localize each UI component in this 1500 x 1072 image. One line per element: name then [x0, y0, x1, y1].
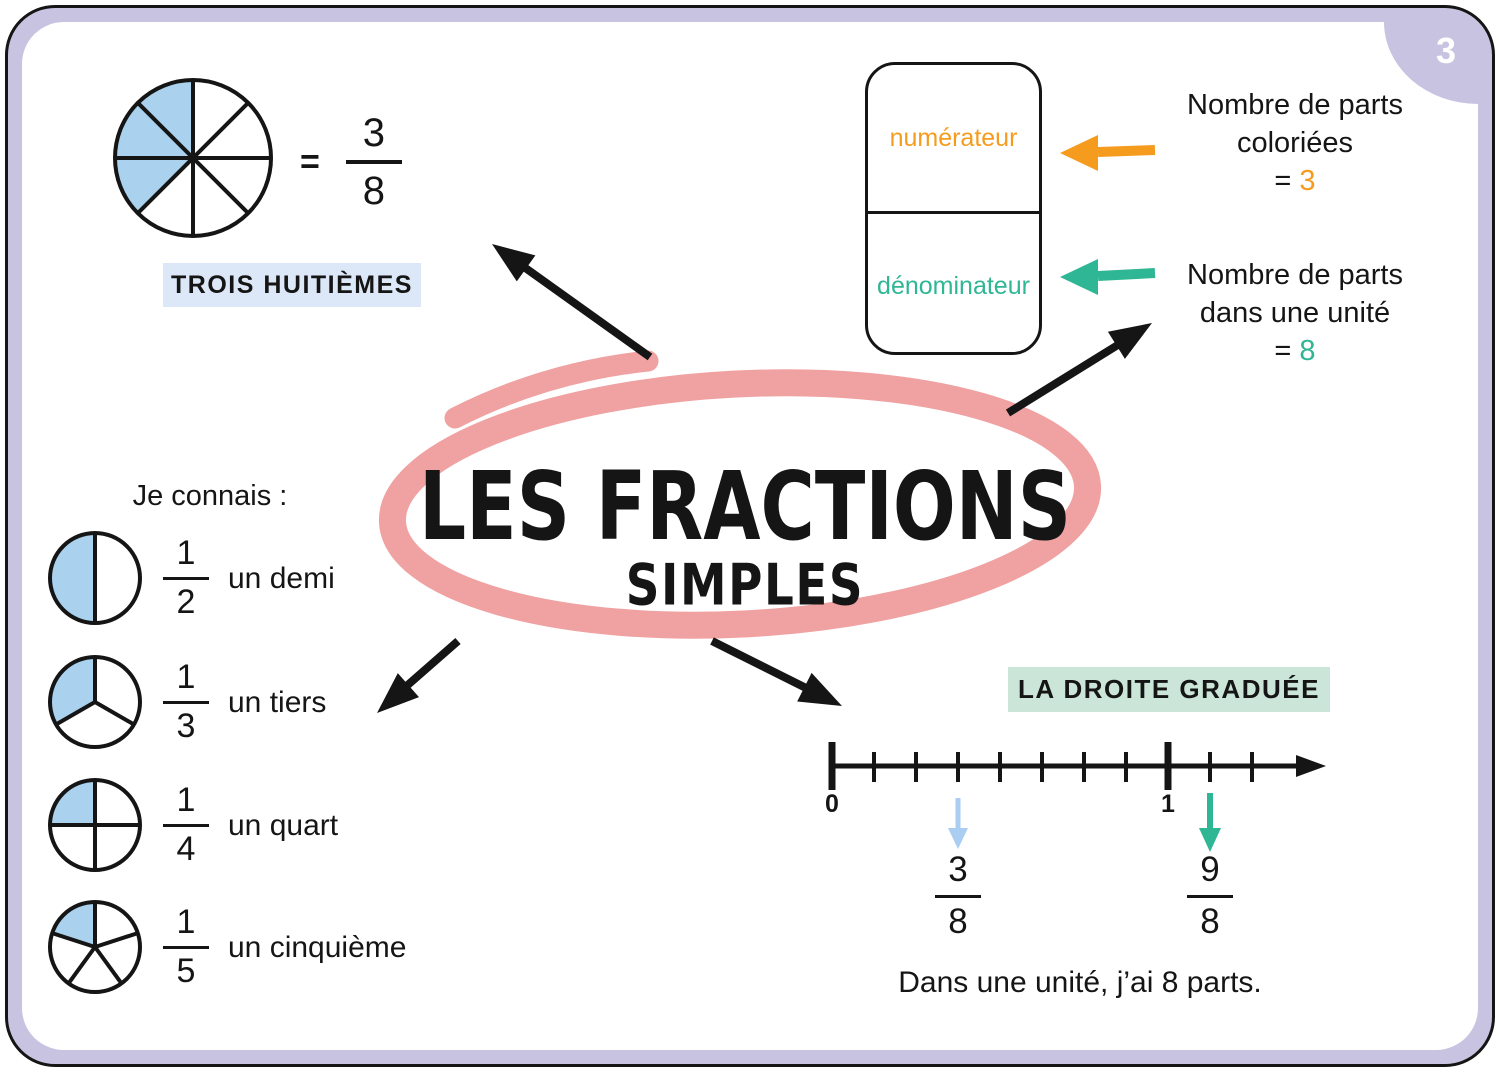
numerator-note: Nombre de parts coloriées = 3	[1130, 86, 1460, 200]
numerator-note-value-line: = 3	[1130, 162, 1460, 200]
fraction-denominator: 8	[948, 901, 968, 941]
numerator-note-line2: coloriées	[1236, 127, 1354, 159]
fraction-one-half: 1 2	[156, 534, 216, 621]
fraction-bar	[163, 576, 209, 580]
fraction-three-eighths: 3 8	[345, 111, 402, 213]
denominator-note: Nombre de parts dans une unité = 8	[1130, 256, 1460, 370]
fraction-numerator: 1	[176, 534, 196, 572]
fraction-bar	[935, 894, 981, 898]
fraction-denominator: 4	[176, 829, 196, 868]
tick-label-one: 1	[1161, 790, 1175, 818]
numerator-label: numérateur	[889, 123, 1018, 152]
fraction-numerator: 1	[176, 781, 196, 819]
fraction-one-quarter: 1 4	[156, 781, 216, 868]
fraction-bar	[163, 823, 209, 827]
fraction-denominator: 5	[176, 951, 196, 990]
fraction-numerator: 1	[176, 658, 196, 696]
tick-label-zero: 0	[825, 790, 839, 818]
fraction-one-fifth-label: un cinquième	[228, 931, 407, 964]
fraction-denominator: 2	[176, 582, 196, 621]
fraction-parts-box: numérateur dénominateur	[865, 62, 1042, 355]
denominator-note-value: 8	[1299, 335, 1316, 367]
numerator-note-equals: =	[1274, 165, 1292, 197]
numerator-note-value: 3	[1299, 165, 1316, 197]
trois-huitiemes-label: TROIS HUITIÈMES	[163, 263, 421, 307]
fraction-denominator: 3	[176, 706, 196, 745]
fraction-one-quarter-label: un quart	[228, 809, 339, 842]
fraction-numerator: 3	[948, 850, 968, 889]
equals-sign: =	[300, 142, 320, 181]
fraction-denominator: 8	[362, 169, 385, 213]
number-line-caption: Dans une unité, j’ai 8 parts.	[898, 966, 1262, 999]
denominator-note-equals: =	[1274, 335, 1292, 367]
denominator-note-value-line: = 8	[1130, 332, 1460, 370]
marked-fraction-three-eighths: 3 8	[928, 850, 988, 941]
page-number: 3	[1435, 30, 1456, 71]
fraction-bar	[163, 700, 209, 704]
fraction-one-third: 1 3	[156, 658, 216, 745]
page-title: LES FRACTIONS	[418, 452, 1072, 563]
fraction-one-half-label: un demi	[228, 562, 335, 595]
fraction-one-fifth: 1 5	[156, 903, 216, 990]
fraction-numerator: 3	[362, 111, 385, 155]
denominator-note-line1: Nombre de parts	[1187, 259, 1403, 291]
denominator-label: dénominateur	[877, 271, 1030, 300]
droite-graduee-label: LA DROITE GRADUÉE	[1008, 667, 1330, 712]
fraction-numerator: 9	[1200, 850, 1220, 889]
known-fractions-heading: Je connais :	[132, 480, 288, 512]
page-subtitle: SIMPLES	[625, 552, 865, 619]
fraction-bar	[163, 945, 209, 949]
denominator-note-line2: dans une unité	[1199, 297, 1391, 329]
fraction-bar	[1187, 894, 1233, 898]
numerator-note-line1: Nombre de parts	[1187, 89, 1403, 121]
fraction-one-third-label: un tiers	[228, 686, 327, 719]
marked-fraction-nine-eighths: 9 8	[1180, 850, 1240, 941]
pie-equation: = 3 8	[300, 112, 402, 212]
fraction-bar	[345, 160, 402, 164]
fraction-numerator: 1	[176, 903, 196, 941]
fraction-denominator: 8	[1200, 901, 1220, 941]
fraction-box-divider	[868, 211, 1039, 214]
